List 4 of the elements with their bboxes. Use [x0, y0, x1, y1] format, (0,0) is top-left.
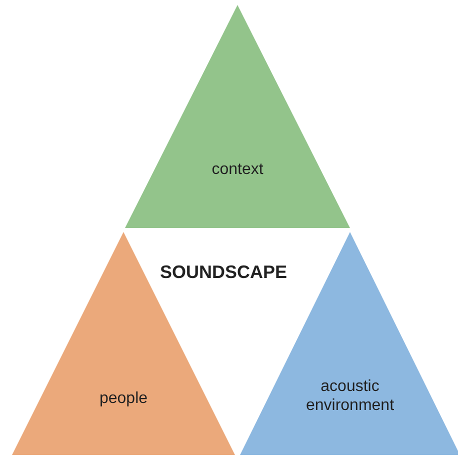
node-label: people [98, 389, 149, 408]
node-label: context [210, 160, 264, 179]
center-heading: SOUNDSCAPE [160, 262, 288, 283]
node-label: acoustic environment [304, 377, 396, 415]
